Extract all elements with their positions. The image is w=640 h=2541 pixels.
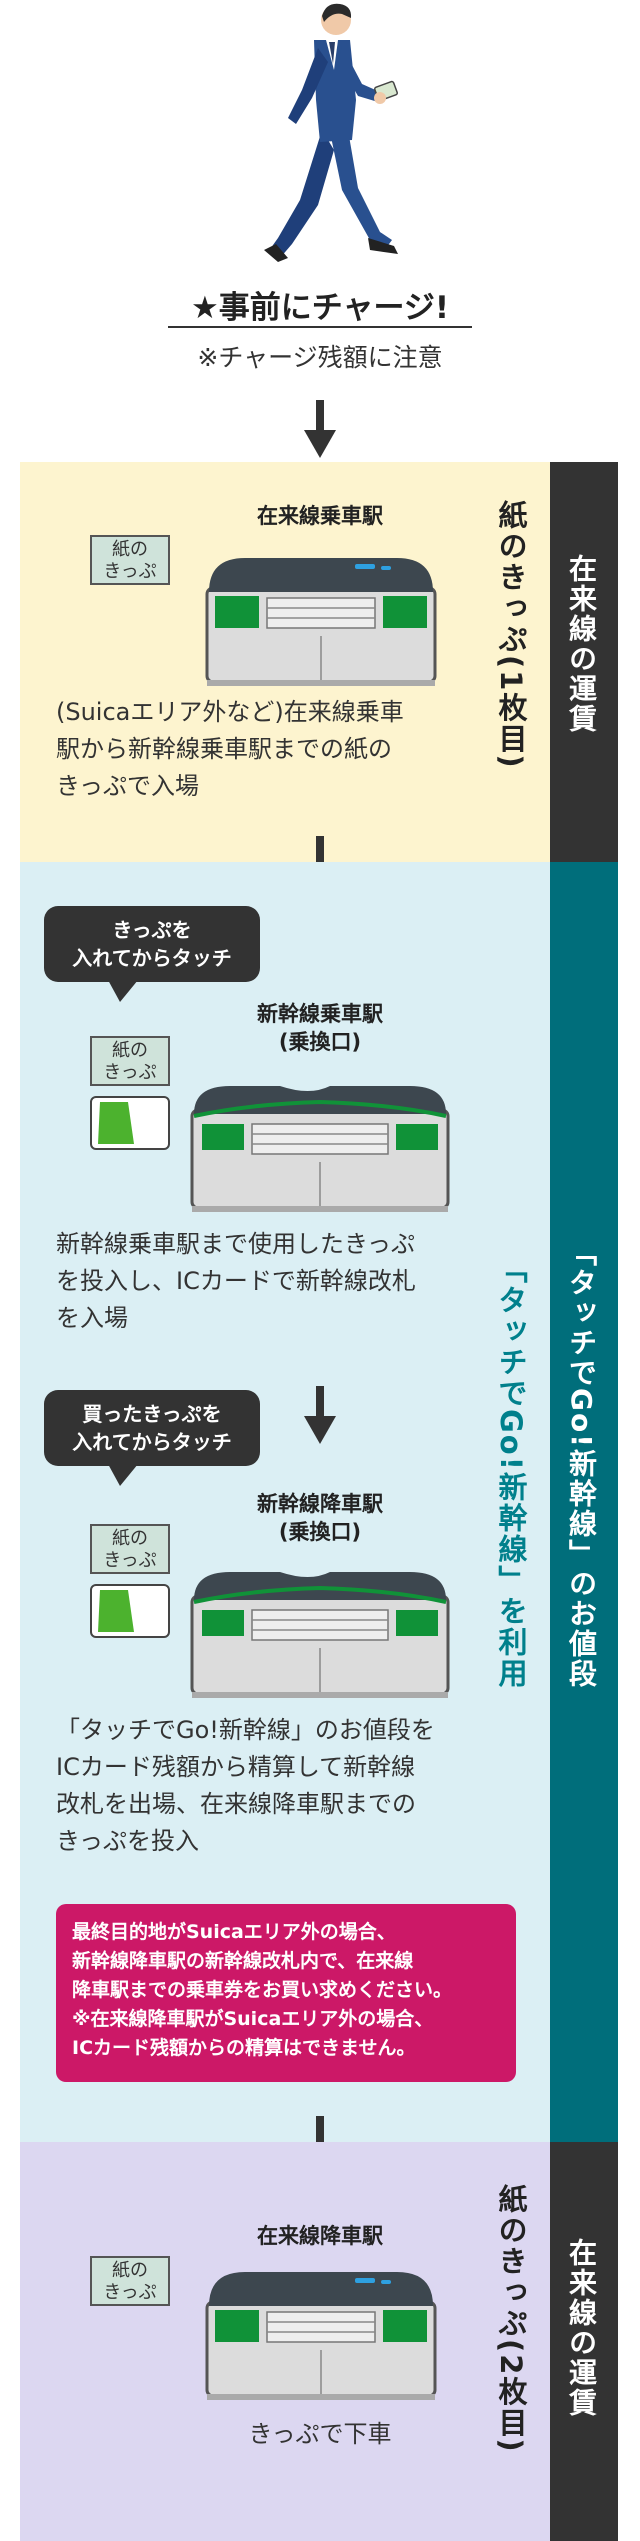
ticket-gate-illustration <box>205 558 437 686</box>
ticket-gate-illustration <box>205 2272 437 2400</box>
station-name: 在来線乗車駅 <box>257 504 383 528</box>
band-label: 「タッチでGo!新幹線」のお値段 <box>565 1238 598 1689</box>
speech-bubble-tail <box>108 1464 138 1486</box>
band-label: 在来線の運賃 <box>565 554 598 734</box>
ic-card-icon <box>90 1584 170 1638</box>
speech-bubble-tail <box>108 980 138 1002</box>
speech-bubble-insert-purchased-ticket: 買ったきっぷを 入れてからタッチ <box>44 1390 260 1466</box>
section-2-description-1: 新幹線乗車駅まで使用したきっぷ を投入し、ICカードで新幹線改札 を入場 <box>56 1230 416 1332</box>
band-local-fare-1: 在来線の運賃 <box>550 462 618 862</box>
down-arrow-icon <box>304 400 336 458</box>
band-touch-and-go-fare: 「タッチでGo!新幹線」のお値段 <box>550 862 618 2142</box>
walking-man-illustration <box>264 3 398 262</box>
paper-ticket-icon: 紙の きっぷ <box>90 535 170 585</box>
station-name: 新幹線乗車駅 (乗換口) <box>257 1002 383 1054</box>
paper-ticket-icon: 紙の きっぷ <box>90 1036 170 1086</box>
section-3-description: きっぷで下車 <box>248 2420 392 2448</box>
paper-ticket-icon: 紙の きっぷ <box>90 1524 170 1574</box>
station-name: 在来線降車駅 <box>257 2224 383 2248</box>
ic-card-icon <box>90 1096 170 1150</box>
title-underline <box>168 326 472 328</box>
page-subtitle: ※チャージ残額に注意 <box>197 343 443 372</box>
vertical-label-paper-ticket-2: 紙のきっぷ(2枚目) <box>494 2184 528 2454</box>
shinkansen-ticket-gate-illustration <box>190 1572 450 1698</box>
band-local-fare-2: 在来線の運賃 <box>550 2142 618 2541</box>
warning-notice: 最終目的地がSuicaエリア外の場合、 新幹線降車駅の新幹線改札内で、在来線 降… <box>56 1904 516 2082</box>
section-1-description: (Suicaエリア外など)在来線乗車 駅から新幹線乗車駅までの紙の きっぷで入場 <box>56 698 404 800</box>
band-label: 在来線の運賃 <box>565 2238 598 2418</box>
page-title: ★事前にチャージ! <box>191 290 449 326</box>
station-name: 新幹線降車駅 (乗換口) <box>257 1492 383 1544</box>
vertical-label-paper-ticket-1: 紙のきっぷ(1枚目) <box>494 500 528 770</box>
section-2-description-2: 「タッチでGo!新幹線」のお値段を ICカード残額から精算して新幹線 改札を出場… <box>56 1716 435 1855</box>
down-arrow-icon <box>304 1386 336 1444</box>
speech-bubble-insert-ticket: きっぷを 入れてからタッチ <box>44 906 260 982</box>
vertical-label-touch-and-go: 「タッチでGo!新幹線」を利用 <box>494 1254 528 1689</box>
paper-ticket-icon: 紙の きっぷ <box>90 2256 170 2306</box>
shinkansen-ticket-gate-illustration <box>190 1086 450 1212</box>
